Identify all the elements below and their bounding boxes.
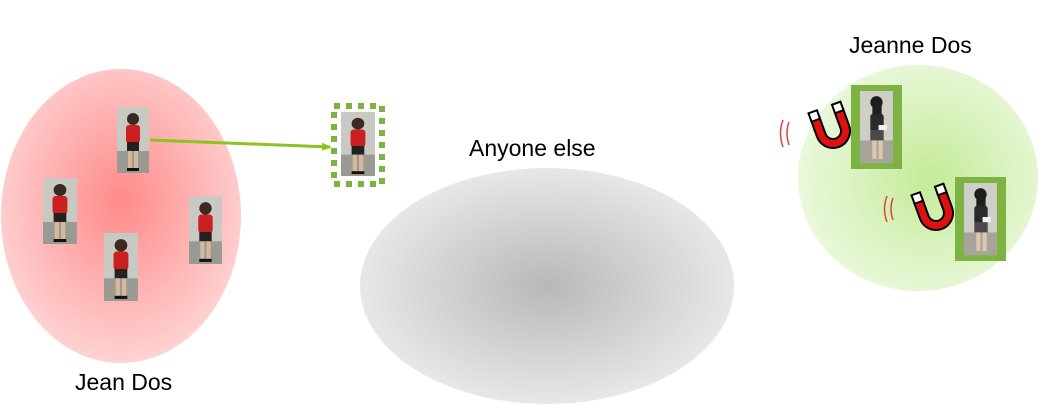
person-image [117, 107, 149, 173]
attraction-waves-icon [779, 119, 790, 148]
person-image [189, 196, 222, 264]
magnet-icon [910, 182, 954, 231]
person-image [955, 177, 1006, 261]
anyone-else-label: Anyone else [469, 135, 596, 161]
person-image [851, 85, 902, 169]
jean-dos-label: Jean Dos [75, 369, 173, 395]
anyone-else-cluster [360, 168, 734, 404]
person-image [43, 178, 77, 244]
person-image [104, 233, 138, 301]
candidate-person-image [331, 103, 385, 187]
attraction-waves-icon [883, 195, 894, 223]
jeanne-dos-label: Jeanne Dos [849, 32, 972, 58]
arrow-icon [149, 138, 332, 151]
magnet-icon [807, 100, 851, 149]
